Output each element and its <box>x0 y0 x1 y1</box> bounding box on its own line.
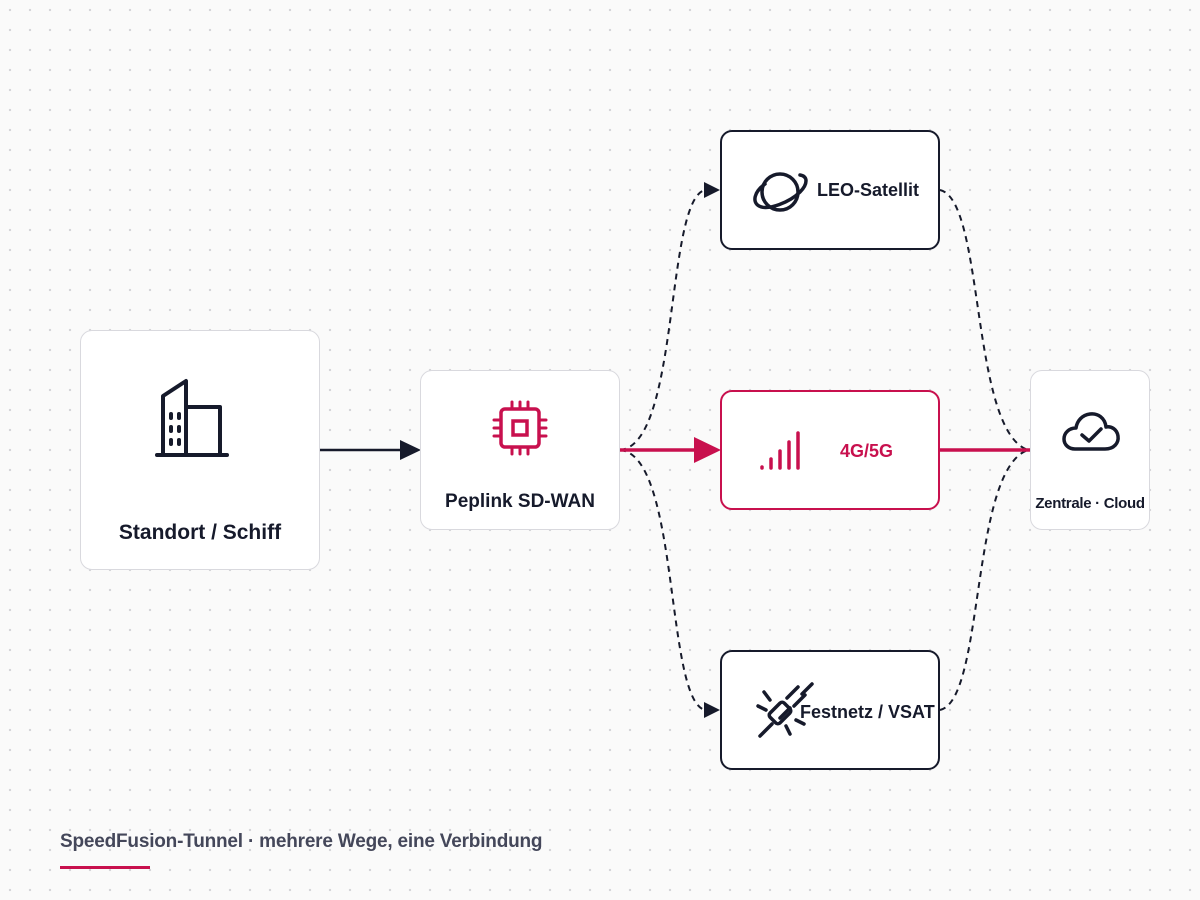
leo-label: LEO-Satellit <box>817 180 920 200</box>
cellular-label: 4G/5G <box>840 441 894 461</box>
router-label: Peplink SD-WAN <box>445 491 595 512</box>
node-site: Standort / Schiff <box>80 330 320 570</box>
node-cloud: Zentrale · Cloud <box>1030 370 1150 530</box>
edge-router-leo <box>619 189 706 451</box>
edge-router-fixed <box>619 449 706 711</box>
caption-underline <box>60 866 150 869</box>
diagram-caption: SpeedFusion-Tunnel · mehrere Wege, eine … <box>60 831 543 852</box>
arrowhead-leo <box>704 182 720 198</box>
edge-fixed-cloud <box>939 449 1029 711</box>
cloud-check-icon <box>1062 412 1120 451</box>
node-fixed: Festnetz / VSAT <box>720 650 940 770</box>
node-cellular: 4G/5G <box>720 390 940 510</box>
node-router: Peplink SD-WAN <box>420 370 620 530</box>
arrowhead-router <box>400 440 421 460</box>
buildings-icon <box>155 379 229 457</box>
node-leo: LEO-Satellit <box>720 130 940 250</box>
unplugged-plug-icon <box>756 682 814 738</box>
planet-icon <box>753 172 808 212</box>
cloud-label: Zentrale · Cloud <box>1035 495 1145 512</box>
fixed-label: Festnetz / VSAT <box>800 702 935 722</box>
arrowhead-fixed <box>704 702 720 718</box>
chip-icon <box>492 400 548 456</box>
signal-bars-icon <box>760 431 800 470</box>
arrowhead-cellular <box>694 437 721 463</box>
site-label: Standort / Schiff <box>118 521 282 544</box>
edge-leo-cloud <box>939 189 1029 451</box>
